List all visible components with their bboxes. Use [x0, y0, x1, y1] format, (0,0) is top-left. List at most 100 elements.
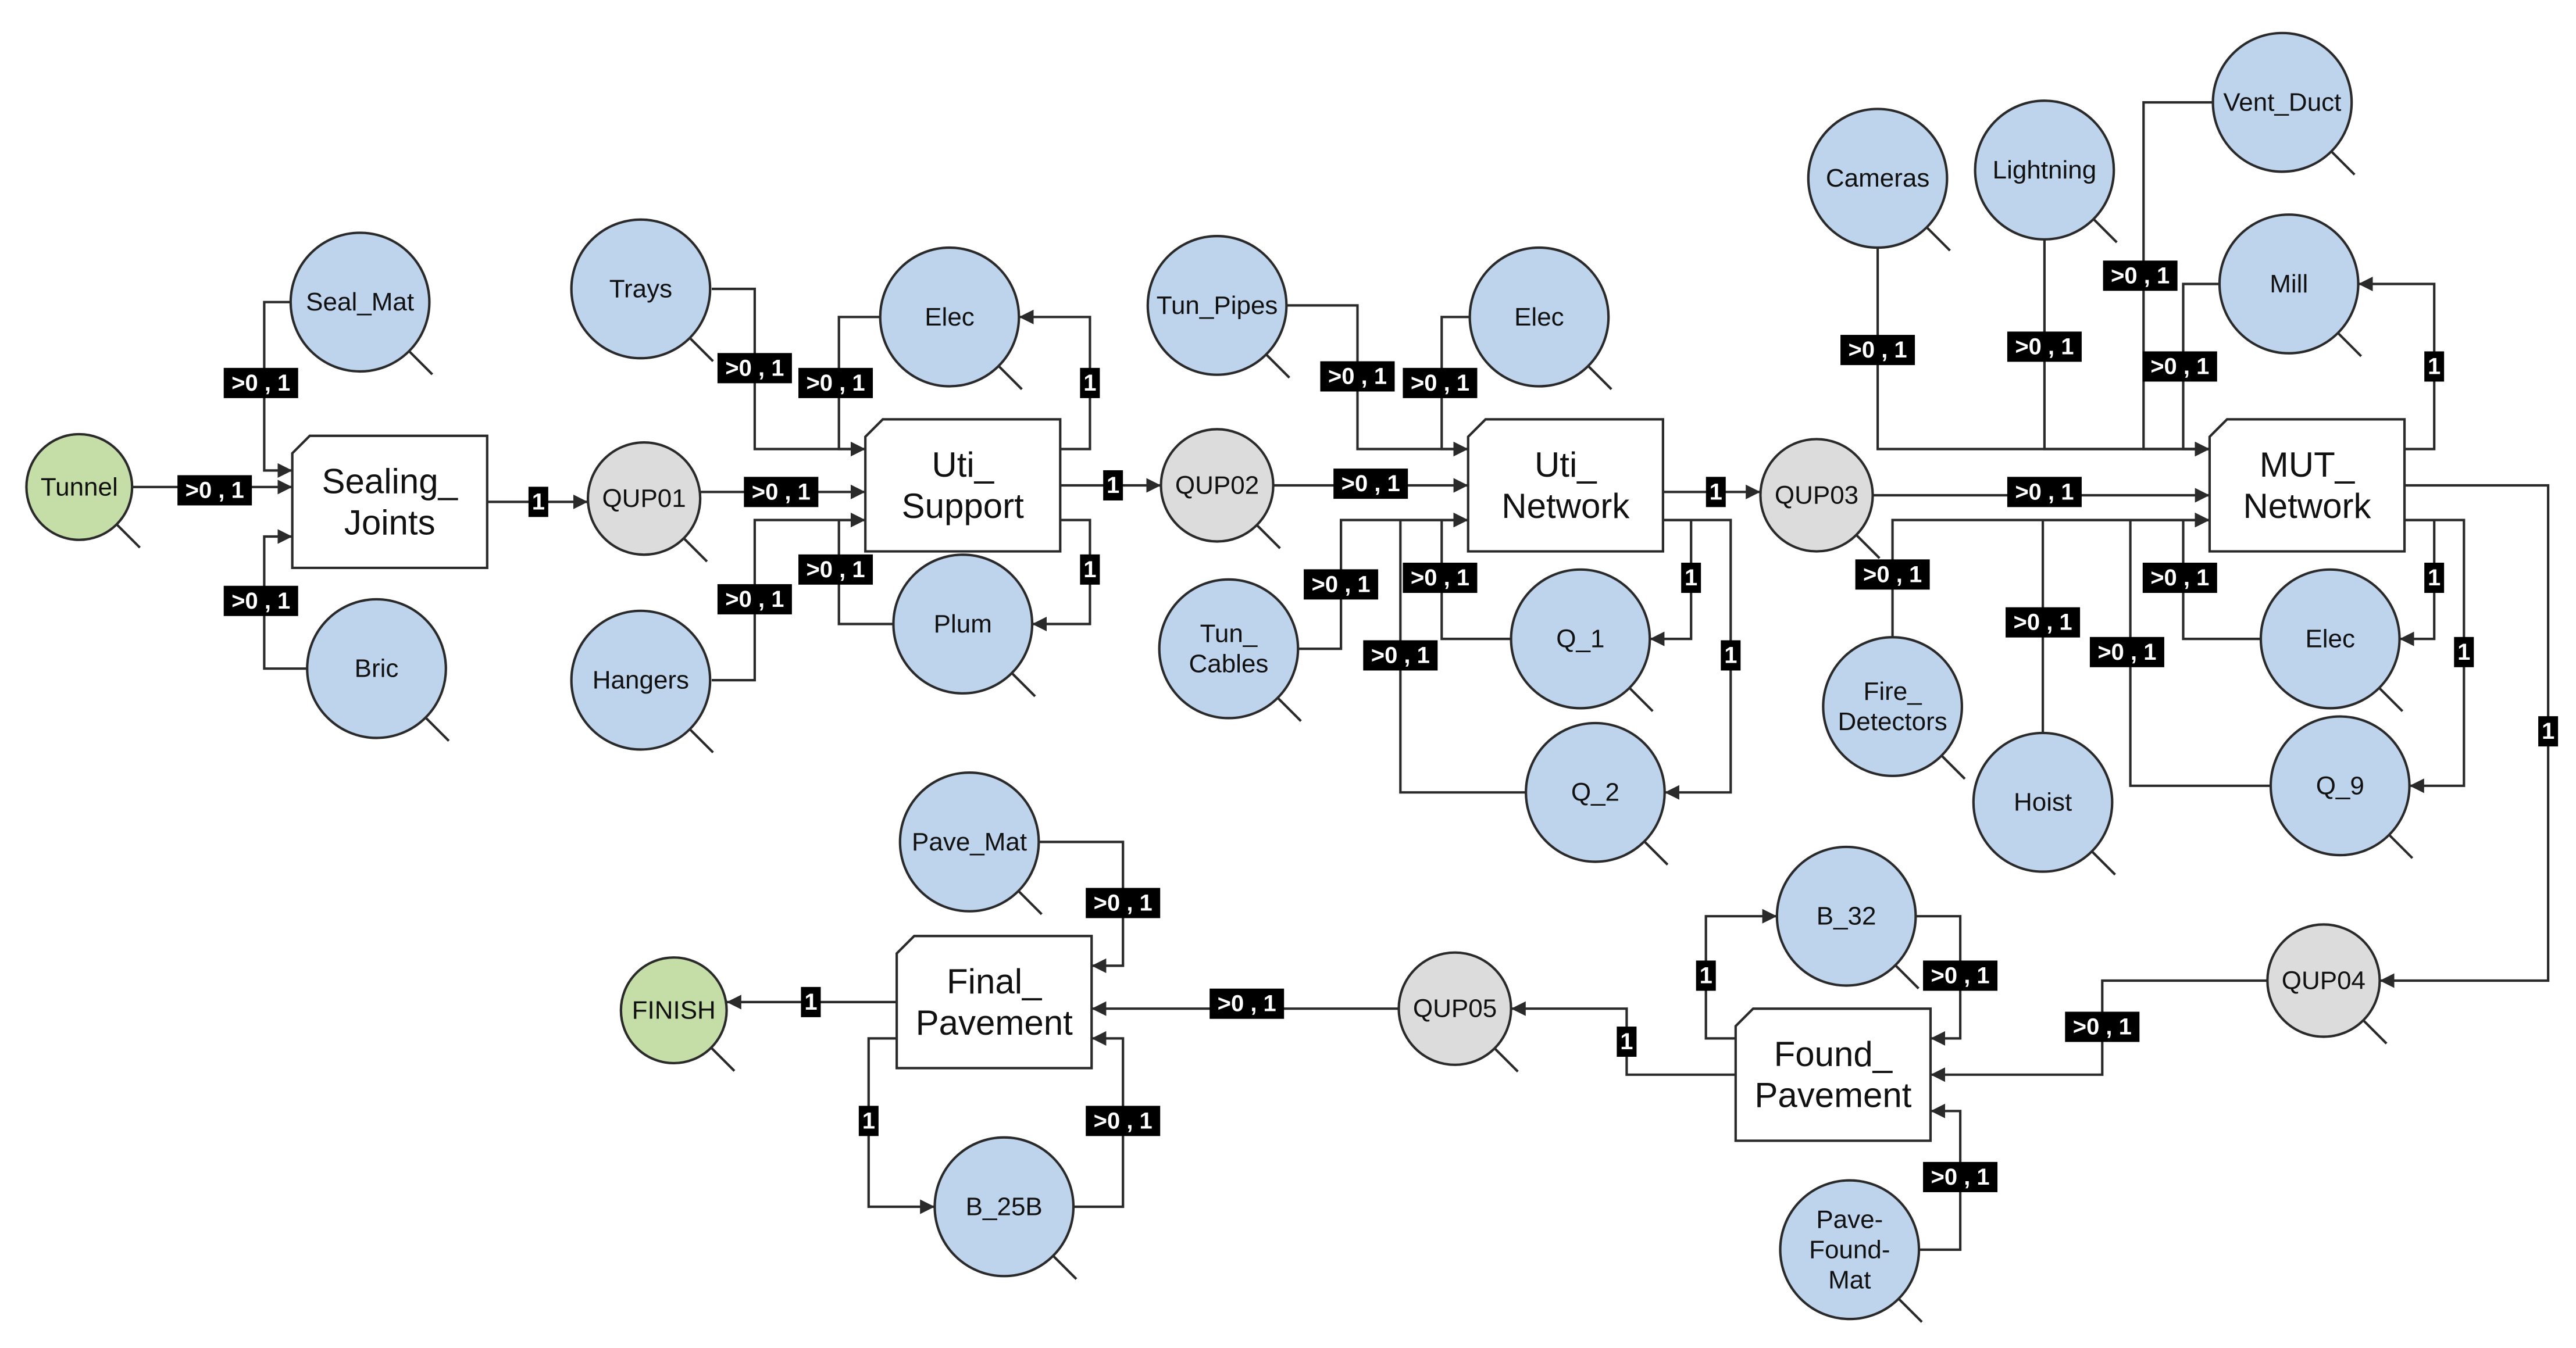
edge-label-text: 1 — [862, 1108, 875, 1134]
node-sealing-joints[interactable]: Sealing_Joints — [291, 434, 488, 570]
node-q-9[interactable]: Q_9 — [2269, 715, 2414, 859]
node-hangers[interactable]: Hangers — [570, 609, 714, 753]
node-label: QUP05 — [1413, 995, 1497, 1023]
node-found-pavement[interactable]: Found_Pavement — [1734, 1007, 1932, 1142]
node-uti-support[interactable]: Uti_Support — [864, 418, 1062, 553]
resource-circle — [1822, 636, 1964, 777]
node-mut-network[interactable]: MUT_Network — [2208, 418, 2406, 553]
edge-label: 1 — [858, 1106, 879, 1136]
edge-label-background — [1080, 367, 1100, 398]
edge-label-background — [177, 475, 252, 506]
node-finish[interactable]: FINISH — [619, 956, 736, 1072]
node-qup02[interactable]: QUP02 — [1159, 428, 1281, 549]
start-circle — [25, 432, 134, 541]
edge-label-text: >0 , 1 — [2097, 639, 2156, 665]
edge-label-text: >0 , 1 — [1094, 890, 1153, 916]
node-elec-3[interactable]: Elec — [2259, 568, 2404, 712]
edge-label-background — [798, 554, 873, 585]
edge-label: 1 — [1721, 640, 1741, 671]
edge-label-background — [1320, 361, 1395, 392]
node-elec-1[interactable]: Elec — [879, 246, 1023, 391]
resource-circle — [933, 1136, 1075, 1278]
edge-label: >0 , 1 — [2065, 1011, 2140, 1042]
node-cameras[interactable]: Cameras — [1807, 108, 1951, 252]
node-label: Vent_Duct — [2223, 88, 2341, 117]
edge-label-background — [1304, 569, 1379, 600]
node-label: QUP03 — [1775, 481, 1858, 510]
edge-label-text: >0 , 1 — [185, 477, 244, 503]
activity-box — [2208, 418, 2406, 553]
node-seal-mat[interactable]: Seal_Mat — [289, 231, 433, 376]
edge-label-text: 1 — [1700, 963, 1712, 988]
node-tun-pipes[interactable]: Tun_Pipes — [1146, 235, 1290, 379]
node-tunnel[interactable]: Tunnel — [25, 432, 141, 549]
edges-layer — [132, 101, 2550, 1251]
edge-label-background — [2103, 260, 2178, 291]
node-lightning[interactable]: Lightning — [1974, 99, 2118, 244]
node-uti-network[interactable]: Uti_Network — [1467, 418, 1664, 553]
edge-label-background — [798, 367, 873, 398]
node-q-1[interactable]: Q_1 — [1510, 568, 1654, 712]
node-label: Cameras — [1826, 164, 1930, 192]
node-bric[interactable]: Bric — [306, 598, 450, 742]
node-hoist[interactable]: Hoist — [1972, 731, 2116, 876]
resource-circle — [1525, 721, 1666, 863]
node-qup05[interactable]: QUP05 — [1397, 951, 1519, 1073]
edge-label: >0 , 1 — [1403, 367, 1478, 398]
node-trays[interactable]: Trays — [570, 218, 714, 362]
edge-label-text: >0 , 1 — [806, 370, 865, 396]
node-label: Plum — [934, 610, 992, 638]
edge-label-background — [1696, 960, 1716, 991]
node-label: Pave_Mat — [912, 828, 1027, 856]
resource-circle — [898, 771, 1040, 913]
edge-label-background — [717, 353, 792, 384]
node-label: Pave- — [1816, 1205, 1883, 1233]
node-label: MUT_ — [2260, 445, 2356, 484]
node-qup04[interactable]: QUP04 — [2266, 923, 2388, 1045]
node-label: Tunnel — [41, 473, 118, 501]
node-label: Hoist — [2014, 788, 2072, 817]
edge-label: 1 — [1103, 470, 1123, 500]
node-tun-cables[interactable]: Tun_Cables — [1158, 578, 1302, 722]
node-vent-duct[interactable]: Vent_Duct — [2211, 31, 2356, 176]
resource-circle — [1146, 235, 1288, 376]
edge-label-text: 1 — [2428, 353, 2441, 379]
edge-label: >0 , 1 — [1363, 640, 1438, 671]
edge-label: >0 , 1 — [2089, 637, 2164, 667]
node-plum[interactable]: Plum — [892, 553, 1036, 698]
edge-label-text: >0 , 1 — [1311, 571, 1370, 597]
circle-tail — [2388, 834, 2414, 859]
node-pave-found-mat[interactable]: Pave-Found-Mat — [1779, 1179, 1923, 1323]
edge-label-background — [1840, 335, 1915, 366]
edge-label-text: >0 , 1 — [2073, 1014, 2132, 1039]
node-b-32[interactable]: B_32 — [1775, 845, 1919, 990]
edge-label-text: 1 — [1620, 1029, 1633, 1054]
edge-label-background — [2424, 563, 2445, 593]
node-label: Pavement — [916, 1003, 1073, 1042]
node-final-pavement[interactable]: Final_Pavement — [895, 935, 1093, 1070]
resource-circle — [289, 231, 431, 373]
edge-label-text: 1 — [1685, 565, 1697, 591]
node-elec-2[interactable]: Elec — [1468, 246, 1612, 391]
node-label: Support — [902, 487, 1024, 525]
node-label: Bric — [355, 655, 399, 683]
node-mill[interactable]: Mill — [2218, 213, 2363, 357]
edge-label: >0 , 1 — [1086, 1106, 1161, 1136]
edge-label-background — [223, 585, 298, 616]
edge-label-text: >0 , 1 — [2015, 479, 2074, 505]
circle-tail — [1628, 686, 1654, 712]
circle-tail — [408, 350, 433, 376]
node-qup01[interactable]: QUP01 — [586, 441, 708, 563]
edge-label-background — [2089, 637, 2164, 667]
node-qup03[interactable]: QUP03 — [1759, 438, 1881, 559]
edge-label-background — [2142, 351, 2217, 382]
activity-box — [864, 418, 1062, 553]
node-fire-detectors[interactable]: Fire_Detectors — [1822, 636, 1966, 780]
node-pave-mat[interactable]: Pave_Mat — [898, 771, 1043, 916]
edge-label-background — [2007, 331, 2082, 362]
node-b-25b[interactable]: B_25B — [933, 1136, 1078, 1280]
circle-tail — [1276, 696, 1302, 722]
node-q-2[interactable]: Q_2 — [1525, 721, 1669, 866]
edge-label-background — [1721, 640, 1741, 671]
